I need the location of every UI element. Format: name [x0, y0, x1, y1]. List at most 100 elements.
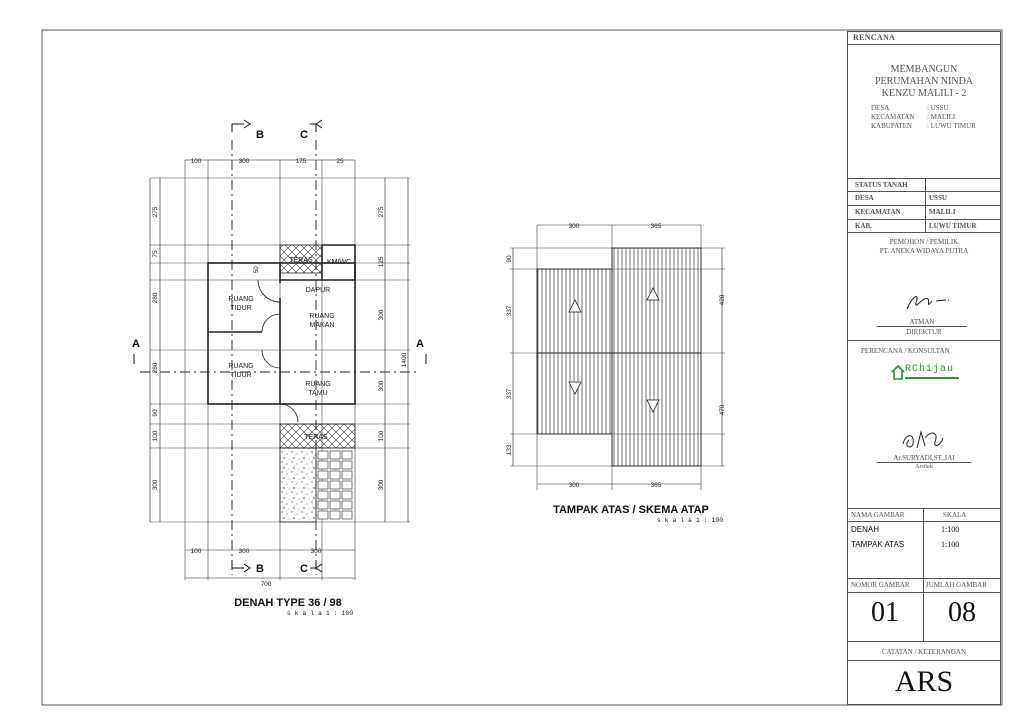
project-line-2: PERUMAHAN NINDA: [874, 76, 974, 87]
room-tidur-2-a: RUANG: [228, 363, 253, 370]
architect-signature: [902, 430, 944, 449]
dim-left-7: 300: [152, 479, 159, 490]
drawing-2-scale: 1:100: [941, 540, 960, 549]
section-a-right: A: [416, 338, 424, 350]
dim-right-1: 275: [378, 206, 385, 217]
paving-block: [341, 450, 353, 460]
drawing-name-label: NAMA GAMBAR: [851, 511, 905, 519]
loc-val-1: : USSU: [927, 104, 949, 112]
plan-scale: s k a l a 1 : 100: [287, 610, 353, 617]
dim-total: 700: [261, 581, 272, 588]
title-block: RENCANA MEMBANGUN PERUMAHAN NINDA KENZU …: [847, 31, 1001, 705]
room-makan-a: RUANG: [309, 313, 334, 320]
carport-gravel: [279, 447, 317, 523]
room-kmwc: KM/WC: [327, 259, 351, 266]
dim-left-4: 280: [152, 362, 159, 373]
paving-block: [317, 510, 329, 520]
paving-block: [317, 460, 329, 470]
roof-title: TAMPAK ATAS / SKEMA ATAP: [553, 504, 709, 516]
sheet-number: 01: [871, 597, 899, 628]
owner-name: PT. ANEKA WIDAYA PUTRA: [879, 247, 969, 255]
section-c-top: C: [300, 129, 308, 141]
paving-block: [329, 510, 341, 520]
status-key-3: KAB.: [855, 222, 872, 230]
paving-block: [317, 500, 329, 510]
status-header: STATUS TANAH: [855, 181, 908, 189]
roof-dim-bottom-2: 365: [651, 482, 662, 489]
section-a-left: A: [132, 338, 140, 350]
loc-key-2: KECAMATAN: [871, 113, 915, 121]
sheet-border: [41, 29, 1003, 706]
roof-dim-bottom-1: 300: [569, 482, 580, 489]
sheet-total-label: JUMLAH GAMBAR: [926, 581, 987, 589]
roof-dim-left-4: 133: [506, 444, 513, 455]
roof-dim-left-2: 337: [506, 305, 513, 316]
paving-block: [341, 510, 353, 520]
room-teras-top: TERAS: [289, 257, 313, 264]
paving-block: [317, 450, 329, 460]
terrace-bottom: [279, 423, 356, 449]
paving-block: [329, 450, 341, 460]
paving-block: [317, 490, 329, 500]
room-tamu-a: RUANG: [305, 381, 330, 388]
dim-right-5: 100: [378, 430, 385, 441]
drawing-2-name: TAMPAK ATAS: [851, 540, 905, 549]
dim-left-5: 90: [152, 409, 159, 417]
owner-signature: [906, 295, 949, 310]
roof-right-lower: [611, 352, 702, 467]
scale-label: SKALA: [943, 511, 967, 519]
project-location: DESA: USSU KECAMATAN: MALILI KABUPATEN: …: [871, 104, 991, 131]
notes-label: CATATAN / KETERANGAN: [881, 648, 967, 656]
dim-top-3: 175: [296, 158, 307, 165]
status-val-3: LUWU TIMUR: [929, 222, 977, 230]
paving-block: [329, 470, 341, 480]
project-name: MEMBANGUN PERUMAHAN NINDA KENZU MALILI -…: [847, 64, 1001, 100]
terrace-top: [279, 244, 323, 274]
loc-key-1: DESA: [871, 104, 890, 112]
drawing-1-scale: 1:100: [941, 525, 960, 534]
logo-text: RChijau: [905, 364, 955, 375]
paving-block: [329, 480, 341, 490]
house-logo-icon: [891, 364, 905, 380]
planner-label: PERENCANA / KONSULTAN: [861, 347, 950, 355]
dim-right-6: 300: [378, 479, 385, 490]
project-line-3: KENZU MALILI - 2: [881, 88, 967, 99]
header-rencana: RENCANA: [853, 33, 896, 42]
sheet-total: 08: [948, 597, 976, 628]
room-tidur-1-a: RUANG: [228, 296, 253, 303]
room-dapur: DAPUR: [306, 287, 331, 294]
roof-dim-right-1: 428: [719, 294, 726, 305]
roof-scale: s k a l a 1 : 100: [657, 517, 723, 524]
owner-role: DIREKTUR: [906, 328, 942, 336]
dim-bottom-2: 300: [239, 548, 250, 555]
status-val-2: MALILI: [929, 208, 956, 216]
paving-block: [341, 480, 353, 490]
dim-top-1: 100: [191, 158, 202, 165]
roof-plan: 300 365 300 365 90 337 337 133 428 470 T…: [506, 223, 726, 524]
paving-block: [317, 480, 329, 490]
roof-dim-top-1: 300: [569, 223, 580, 230]
dim-left-6: 100: [152, 430, 159, 441]
owner-label: PEMOHON / PEMILIK: [889, 238, 959, 246]
dim-overall: 1400: [401, 352, 408, 367]
room-tidur-1-b: TIDUR: [230, 305, 251, 312]
dim-right-4: 300: [378, 380, 385, 391]
section-b-bottom: B: [256, 563, 264, 575]
floor-plan: TERAS KM/WC DAPUR RUANG TIDUR RUANG MAKA…: [132, 119, 427, 617]
sheet-no-label: NOMOR GAMBAR: [851, 581, 910, 589]
roof-dim-top-2: 365: [651, 223, 662, 230]
loc-val-2: : MALILI: [927, 113, 956, 121]
owner-signer: ATMAN: [877, 318, 967, 327]
company-logo: RChijau: [891, 362, 961, 384]
architect-name: Ar.SURYADI,ST.,IAI: [877, 454, 971, 463]
dim-bottom-3: 300: [311, 548, 322, 555]
project-line-1: MEMBANGUN: [890, 64, 958, 75]
section-b-top: B: [256, 129, 264, 141]
paving-block: [329, 500, 341, 510]
section-c-bottom: C: [300, 563, 308, 575]
room-tamu-b: TAMU: [308, 390, 327, 397]
roof-dim-right-2: 470: [719, 404, 726, 415]
dim-bottom-1: 100: [191, 548, 202, 555]
dim-right-2: 125: [378, 256, 385, 267]
